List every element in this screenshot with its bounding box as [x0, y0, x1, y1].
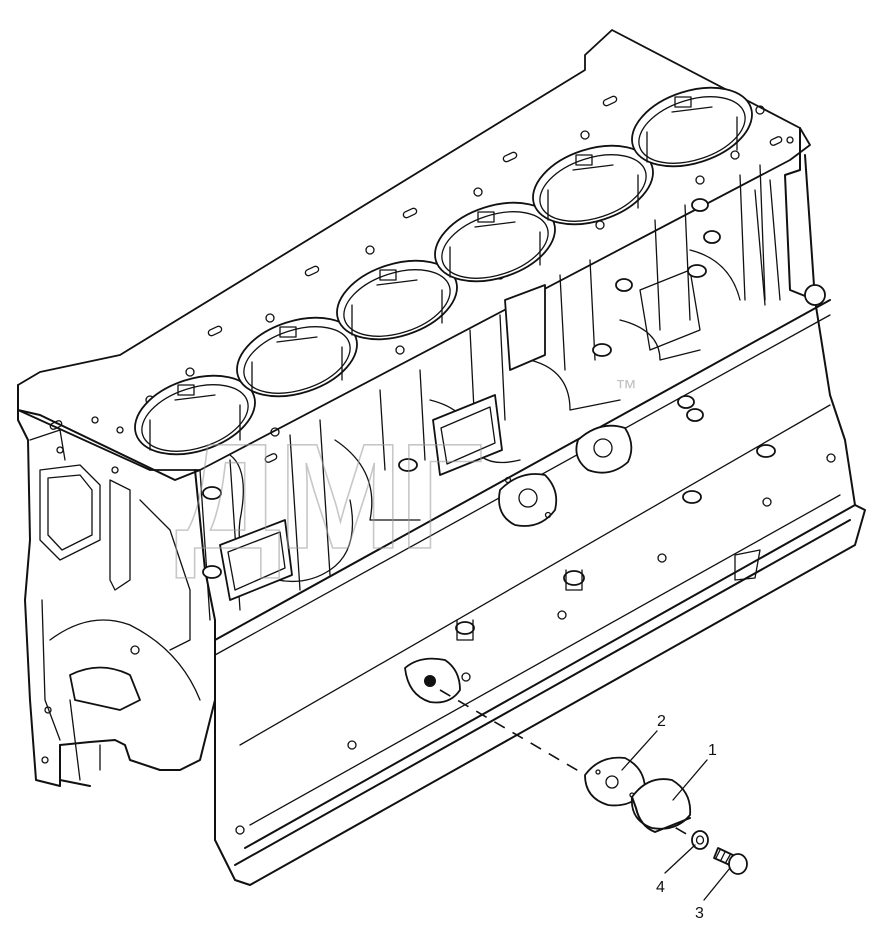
- cylinder-bore-1: [134, 374, 256, 456]
- callout-4: 4: [656, 844, 696, 896]
- watermark-text: ДМГ: [175, 412, 482, 580]
- callout-3-label: 3: [695, 905, 704, 922]
- side-cover-openings: [219, 269, 701, 601]
- flanges: [498, 424, 761, 581]
- oil-pan-rail: [214, 154, 866, 886]
- part-3-bolt: [713, 847, 748, 875]
- side-wall-ribs: [199, 164, 766, 621]
- cylinder-bore-6: [631, 86, 753, 168]
- callout-4-label: 4: [656, 879, 665, 896]
- cylinder-bores: [134, 86, 753, 456]
- cylinder-bore-4: [434, 201, 556, 283]
- part-1-cover-plate: [630, 778, 692, 833]
- part-4-washer: [691, 830, 709, 850]
- coolant-slots: [49, 95, 783, 463]
- callout-2: 2: [621, 713, 666, 771]
- cylinder-bore-5: [532, 144, 654, 226]
- callout-1: 1: [672, 742, 717, 801]
- assembly-axis-line: [439, 689, 701, 843]
- callout-2-label: 2: [657, 713, 666, 730]
- watermark: ДМГ ™: [174, 375, 637, 581]
- watermark-trademark: ™: [615, 375, 637, 400]
- callout-1-label: 1: [708, 742, 717, 759]
- callout-3: 3: [695, 867, 731, 922]
- cylinder-bore-3: [336, 259, 458, 341]
- cylinder-bore-2: [236, 316, 358, 398]
- cylinder-block: [17, 29, 866, 886]
- side-bosses: [202, 198, 776, 641]
